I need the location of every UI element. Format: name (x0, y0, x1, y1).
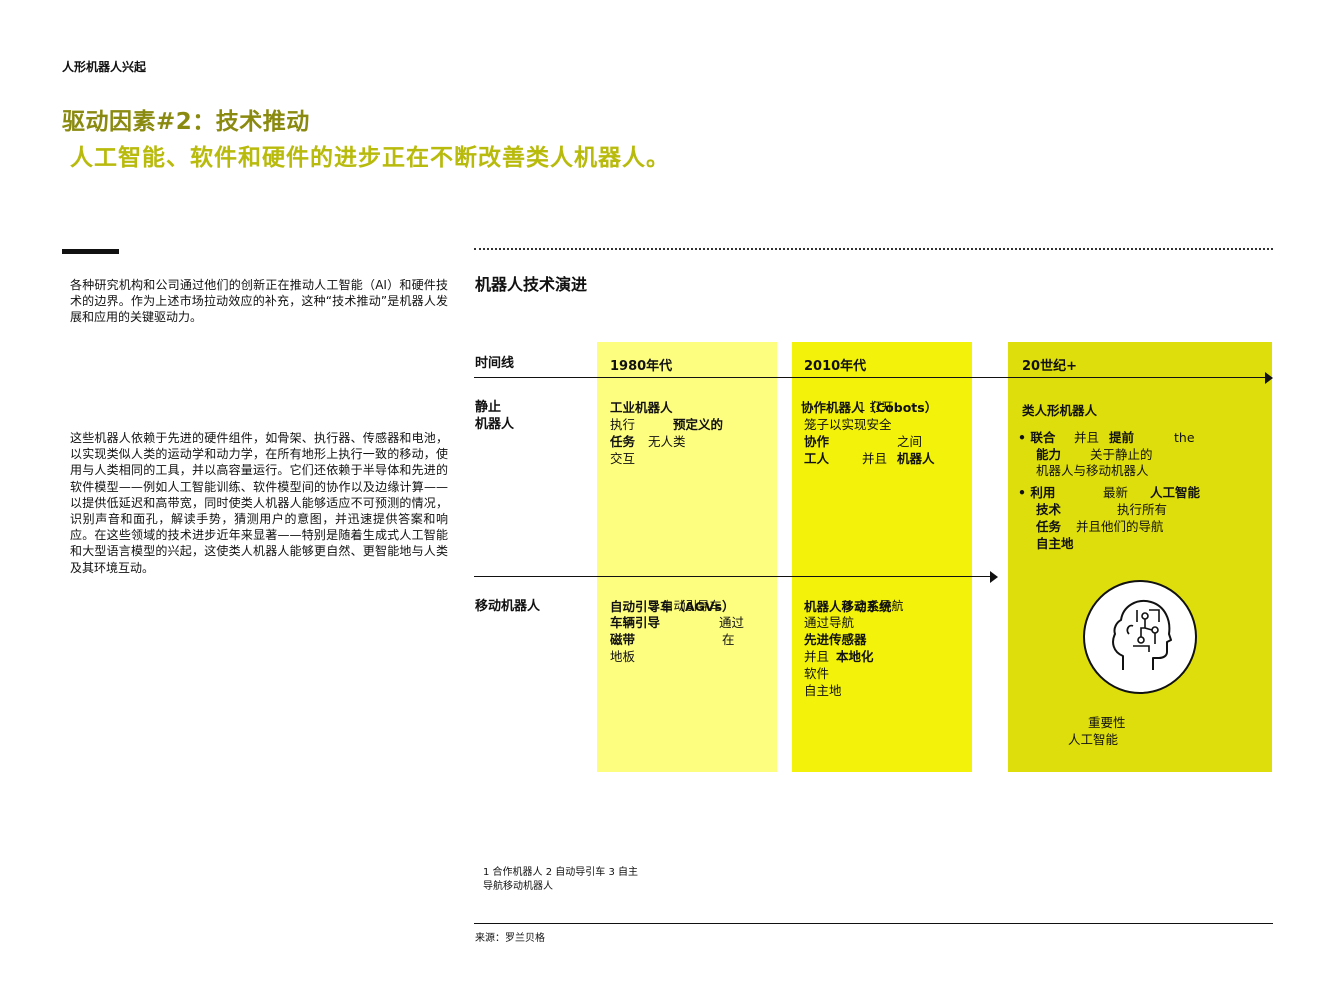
timeline-arrow-line (474, 377, 1266, 378)
cobots-overlay: 1 打开 (858, 400, 894, 414)
page-header-label: 人形机器人兴起 (62, 60, 147, 74)
column-head-20c: 20世纪+ (1022, 359, 1077, 374)
humanoid-bullet2b: 最新 (1103, 485, 1129, 500)
industrial-robots-line2a: 任务 (610, 434, 636, 449)
humanoid-bullet2f: 任务 (1036, 519, 1062, 534)
ai-head-icon (1083, 580, 1197, 694)
humanoid-bullet2c: 人工智能 (1150, 485, 1201, 500)
cobots-line3c: 机器人 (897, 451, 935, 466)
column-2010s (792, 342, 972, 772)
amr-line3b: 本地化 (836, 649, 874, 664)
humanoid-bullet1d: the (1174, 430, 1195, 445)
humanoid-bullet2g: 并且他们的导航 (1076, 519, 1164, 534)
agv-line3: 地板 (610, 649, 636, 664)
page-title: 驱动因素#2：技术推动 (62, 109, 310, 135)
amr-line1: 通过导航 (804, 615, 855, 630)
humanoid-bullet1g: 机器人与移动机器人 (1036, 463, 1149, 478)
cobots-title: 协作机器人（Cobots） (801, 400, 938, 415)
industrial-robots-line3: 交互 (610, 451, 636, 466)
humanoid-bullet1f: 关于静止的 (1090, 447, 1153, 462)
industrial-robots-title: 工业机器人 (610, 400, 673, 415)
timeline-label: 时间线 (475, 356, 515, 371)
amr-line5: 自主地 (804, 683, 842, 698)
humanoid-title: 类人形机器人 (1022, 403, 1098, 418)
amr-overlay: 3 自主导航 (844, 599, 904, 613)
agv-line2b: 在 (722, 632, 735, 647)
mobile-arrow-head (990, 571, 998, 583)
static-label-line1: 静止 (475, 400, 502, 415)
accent-bar (62, 249, 119, 254)
industrial-robots-line1a: 执行 (610, 417, 636, 432)
timeline-arrow-head (1265, 372, 1273, 384)
source-note: 来源：罗兰贝格 (475, 933, 545, 944)
column-head-2010s: 2010年代 (804, 359, 867, 374)
agv-title: 自动引导车（AGVs） (610, 599, 735, 614)
static-robots-label: 静止 机器人 (475, 399, 514, 433)
static-label-line2: 机器人 (475, 417, 515, 432)
agv-line2a: 磁带 (610, 632, 636, 647)
column-1980s (597, 342, 777, 772)
cobots-line3a: 工人 (804, 451, 830, 466)
agv-line1a: 车辆引导 (610, 615, 661, 630)
chart-title: 机器人技术演进 (475, 275, 588, 294)
cobots-line3b: 并且 (862, 451, 888, 466)
bottom-rule (474, 923, 1273, 924)
cobots-line2a: 协作 (804, 434, 830, 449)
column-head-1980s: 1980年代 (610, 359, 673, 374)
humanoid-bullet2a: • 利用 (1018, 485, 1056, 500)
humanoid-bullet1b: 并且 (1074, 430, 1100, 445)
amr-line4: 软件 (804, 666, 830, 681)
humanoid-bullet2h: 自主地 (1036, 536, 1074, 551)
intro-paragraph: 各种研究机构和公司通过他们的创新正在推动人工智能（AI）和硬件技术的边界。作为上… (70, 278, 448, 325)
amr-title: 机器人移动系统 (804, 599, 892, 614)
industrial-robots-line1b: 预定义的 (673, 417, 724, 432)
amr-line3a: 并且 (804, 649, 830, 664)
footnote: 1 合作机器人 2 自动导引车 3 自主导航移动机器人 (483, 867, 638, 892)
humanoid-bullet2d: 技术 (1036, 502, 1062, 517)
hardware-paragraph: 这些机器人依赖于先进的硬件组件，如骨架、执行器、传感器和电池，以实现类似人类的运… (70, 431, 448, 575)
mobile-arrow-line (474, 576, 990, 577)
column-20c-plus (1008, 342, 1272, 772)
agv-overlay: 2 自动引导车 (650, 599, 722, 613)
amr-line2: 先进传感器 (804, 632, 867, 647)
mobile-robots-label: 移动机器人 (475, 599, 541, 614)
humanoid-bullet1a: • 联合 (1018, 430, 1056, 445)
page-subtitle: 人工智能、软件和硬件的进步正在不断改善类人机器人。 (70, 145, 670, 171)
cobots-line2b: 之间 (897, 434, 923, 449)
humanoid-bullet2e: 执行所有 (1117, 502, 1168, 517)
dotted-divider (474, 248, 1273, 250)
ai-caption-line1: 重要性 (1088, 715, 1126, 730)
industrial-robots-line2b: 无人类 (648, 434, 686, 449)
agv-line1b: 通过 (719, 615, 745, 630)
humanoid-bullet1c: 提前 (1109, 430, 1135, 445)
ai-caption-line2: 人工智能 (1068, 732, 1119, 747)
cobots-line1: 笼子以实现安全 (804, 417, 892, 432)
humanoid-bullet1e: 能力 (1036, 447, 1062, 462)
